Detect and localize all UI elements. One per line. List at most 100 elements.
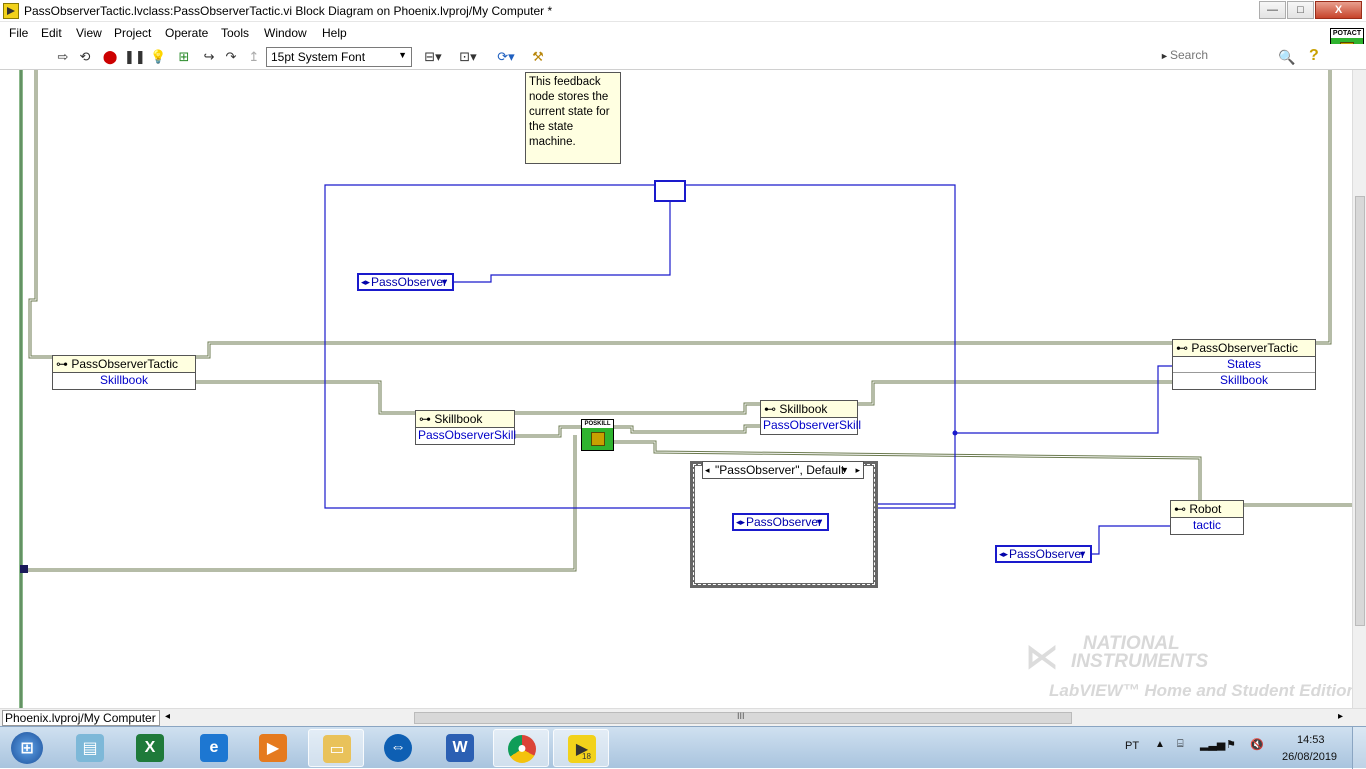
poskill-subvi[interactable]: POSKILL	[581, 419, 614, 451]
subvi-label: POSKILL	[582, 420, 613, 428]
show-desktop-button[interactable]	[1352, 727, 1366, 769]
menu-window[interactable]: Window	[264, 26, 307, 40]
excel-icon: X	[136, 734, 164, 762]
node-row-skillbook[interactable]: Skillbook	[1173, 373, 1315, 389]
status-arrow-icon[interactable]: ◂	[165, 711, 171, 722]
horizontal-scroll-thumb[interactable]: III	[414, 711, 1072, 724]
menu-tools[interactable]: Tools	[221, 26, 250, 40]
node-title: PassObserverTactic	[1191, 341, 1299, 355]
pause-icon[interactable]: ❚❚	[124, 49, 146, 64]
cube-icon	[591, 432, 605, 446]
enum-increment-icon: ◂▸	[361, 277, 371, 287]
block-diagram[interactable]: ? This feedback node stores the current …	[0, 70, 1352, 708]
unbundle-by-name-skillbook[interactable]: ⊶ Skillbook PassObserverSkill	[415, 410, 517, 445]
node-row-passobserverskill[interactable]: PassObserverSkill	[761, 418, 862, 434]
start-button[interactable]: ⊞	[2, 729, 52, 767]
unbundle-by-name-passobservertactic[interactable]: ⊶ PassObserverTactic Skillbook	[52, 355, 196, 390]
taskbar-internet-explorer[interactable]: e	[186, 729, 242, 767]
chevron-down-icon[interactable]: ▼	[840, 465, 849, 475]
taskbar-media-player[interactable]: ▶	[245, 729, 301, 767]
taskbar-chrome[interactable]: ●	[493, 729, 549, 767]
signal-icon[interactable]: ▂▃▅	[1200, 739, 1226, 751]
menu-edit[interactable]: Edit	[41, 26, 62, 40]
search-input[interactable]: Search	[1170, 48, 1209, 62]
chevron-down-icon: ▼	[398, 50, 407, 60]
vi-icon-label: POTACT	[1331, 29, 1363, 38]
volume-muted-icon[interactable]: 🔇	[1250, 739, 1264, 751]
taskbar-word[interactable]: W	[432, 729, 488, 767]
minimize-button[interactable]: —	[1259, 1, 1286, 19]
chevron-down-icon: ▼	[1078, 549, 1087, 559]
run-arrow-icon[interactable]: ⇨	[57, 49, 69, 64]
step-out-icon[interactable]: ↥	[248, 49, 260, 64]
feedback-node[interactable]	[654, 180, 686, 202]
node-title: Skillbook	[779, 402, 828, 416]
retain-wire-values-icon[interactable]: ⊞	[178, 49, 190, 64]
media-player-icon: ▶	[259, 734, 287, 762]
menu-bar: File Edit View Project Operate Tools Win…	[0, 22, 1366, 44]
shift-register-tunnel	[20, 565, 28, 573]
search-toggle-icon[interactable]: ►	[1160, 51, 1169, 61]
taskbar-excel[interactable]: X	[122, 729, 178, 767]
enum-constant-passobserver-robot[interactable]: ◂▸ PassObserver ▼	[995, 545, 1092, 563]
vertical-scroll-thumb[interactable]	[1355, 196, 1365, 626]
node-row-states[interactable]: States	[1173, 357, 1315, 373]
step-into-icon[interactable]: ↪	[203, 49, 215, 64]
network-device-icon[interactable]: ⌸	[1177, 738, 1184, 750]
menu-view[interactable]: View	[76, 26, 102, 40]
enum-constant-passobserver-case[interactable]: ◂▸ PassObserver ▼	[732, 513, 829, 531]
watermark-line3: LabVIEW™ Home and Student Edition	[1049, 681, 1352, 700]
reorder-icon[interactable]: ⟳▾	[497, 49, 515, 64]
case-selector[interactable]: ◂ "PassObserver", Default ▼ ▸	[702, 461, 864, 479]
bundle-by-name-skillbook[interactable]: ⊷ Skillbook PassObserverSkill	[760, 400, 862, 435]
taskbar-teamviewer[interactable]: ⇔	[370, 729, 426, 767]
run-continuously-icon[interactable]: ⟲	[79, 49, 91, 64]
distribute-objects-icon[interactable]: ⊡▾	[459, 49, 477, 64]
case-selector-value: "PassObserver", Default	[715, 463, 845, 477]
enum-constant-passobserver[interactable]: ◂▸ PassObserver ▼	[357, 273, 454, 291]
menu-file[interactable]: File	[9, 26, 29, 40]
align-objects-icon[interactable]: ⊟▾	[424, 49, 442, 64]
node-row-tactic[interactable]: tactic	[1171, 518, 1243, 534]
node-row-passobserverskill[interactable]: PassObserverSkill	[416, 428, 517, 444]
search-icon[interactable]: 🔍	[1278, 49, 1296, 65]
menu-help[interactable]: Help	[322, 26, 347, 40]
highlight-execution-icon[interactable]: 💡	[150, 49, 167, 64]
unbundle-icon: ⊶	[419, 412, 431, 426]
font-selector[interactable]: 15pt System Font ▼	[266, 47, 412, 67]
node-row-skillbook[interactable]: Skillbook	[53, 373, 195, 389]
node-header: ⊶ Skillbook	[416, 411, 514, 428]
tray-expand-icon[interactable]: ▲	[1155, 739, 1165, 750]
enum-constant-value: PassObserver	[371, 275, 448, 289]
scroll-right-icon[interactable]: ▸	[1338, 711, 1344, 722]
title-bar: PassObserverTactic.lvclass:PassObserverT…	[0, 0, 1366, 22]
increment-case-icon[interactable]: ▸	[855, 465, 860, 475]
node-title: Skillbook	[434, 412, 483, 426]
step-over-icon[interactable]: ↷	[225, 49, 237, 64]
taskbar-file-explorer[interactable]: ▭	[308, 729, 364, 767]
clean-up-diagram-icon[interactable]: ⚒	[532, 49, 544, 64]
taskbar-labview[interactable]: ▶ 18	[553, 729, 609, 767]
status-bar: Phoenix.lvproj/My Computer ◂ III ▸	[0, 708, 1366, 726]
labview-vi-icon	[3, 3, 19, 19]
close-button[interactable]: X	[1315, 1, 1362, 19]
menu-operate[interactable]: Operate	[165, 26, 209, 40]
abort-icon[interactable]: ⬤	[102, 49, 118, 64]
clock-time[interactable]: 14:53	[1297, 734, 1325, 746]
vertical-scrollbar[interactable]	[1352, 70, 1366, 708]
scroll-grip: III	[737, 711, 745, 721]
project-path[interactable]: Phoenix.lvproj/My Computer	[2, 710, 160, 726]
context-help-icon[interactable]: ?	[1309, 47, 1319, 64]
flag-icon[interactable]: ⚑	[1226, 739, 1236, 751]
taskbar-notepad[interactable]: ▤	[62, 729, 118, 767]
feedback-node-comment[interactable]: This feedback node stores the current st…	[525, 72, 621, 164]
menu-project[interactable]: Project	[114, 26, 152, 40]
node-header: ⊶ PassObserverTactic	[53, 356, 195, 373]
decrement-case-icon[interactable]: ◂	[705, 465, 710, 475]
maximize-button[interactable]: □	[1287, 1, 1314, 19]
bundle-by-name-robot[interactable]: ⊷ Robot tactic	[1170, 500, 1244, 535]
enum-increment-icon: ◂▸	[999, 549, 1009, 559]
clock-date[interactable]: 26/08/2019	[1282, 751, 1338, 763]
bundle-by-name-passobservertactic[interactable]: ⊷ PassObserverTactic States Skillbook	[1172, 339, 1316, 390]
language-indicator[interactable]: PT	[1125, 740, 1140, 752]
